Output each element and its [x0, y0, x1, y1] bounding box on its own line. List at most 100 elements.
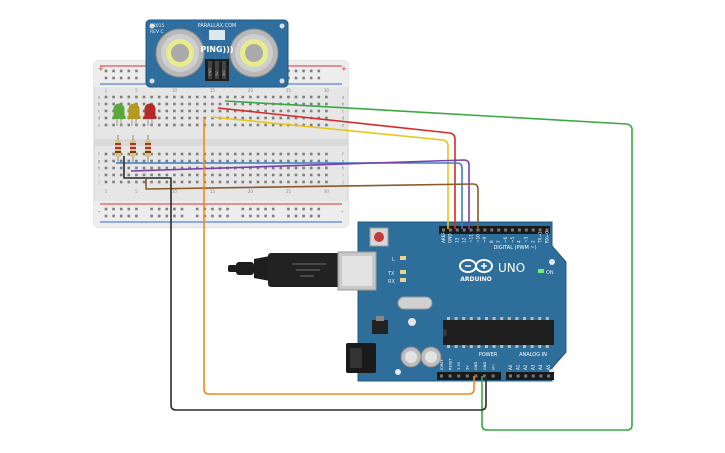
breadboard-hole[interactable] [287, 173, 290, 177]
breadboard-hole[interactable] [180, 166, 184, 170]
breadboard-hole[interactable] [165, 152, 169, 156]
breadboard-hole[interactable] [165, 159, 169, 163]
breadboard-hole[interactable] [142, 180, 146, 184]
breadboard-hole[interactable] [264, 166, 267, 170]
rail-hole[interactable] [119, 69, 123, 73]
breadboard-hole[interactable] [157, 102, 161, 106]
resistor[interactable] [130, 135, 136, 162]
breadboard-hole[interactable] [127, 159, 131, 163]
breadboard-hole[interactable] [241, 116, 245, 120]
breadboard-hole[interactable] [104, 173, 108, 177]
breadboard-hole[interactable] [241, 180, 245, 184]
breadboard-hole[interactable] [135, 95, 138, 99]
breadboard-hole[interactable] [165, 95, 169, 99]
breadboard-hole[interactable] [287, 166, 290, 170]
breadboard-hole[interactable] [233, 123, 237, 127]
header-hole[interactable] [516, 374, 520, 378]
breadboard-hole[interactable] [188, 159, 191, 163]
rail-hole[interactable] [112, 76, 115, 80]
breadboard-hole[interactable] [195, 152, 199, 156]
breadboard-hole[interactable] [112, 95, 115, 99]
breadboard-hole[interactable] [264, 116, 267, 120]
breadboard-hole[interactable] [226, 159, 229, 163]
rail-hole[interactable] [150, 207, 153, 211]
breadboard-hole[interactable] [173, 159, 176, 163]
breadboard-hole[interactable] [165, 166, 169, 170]
breadboard-hole[interactable] [173, 166, 176, 170]
breadboard-hole[interactable] [188, 180, 191, 184]
rail-hole[interactable] [302, 214, 305, 218]
breadboard-hole[interactable] [165, 123, 169, 127]
breadboard-hole[interactable] [302, 123, 305, 127]
breadboard-hole[interactable] [294, 159, 298, 163]
breadboard-hole[interactable] [180, 102, 184, 106]
rail-hole[interactable] [309, 69, 313, 73]
breadboard-hole[interactable] [195, 173, 199, 177]
breadboard-hole[interactable] [233, 102, 237, 106]
header-hole[interactable] [457, 374, 461, 378]
rail-hole[interactable] [287, 214, 290, 218]
breadboard-hole[interactable] [294, 152, 298, 156]
breadboard-hole[interactable] [104, 102, 108, 106]
breadboard-hole[interactable] [302, 102, 305, 106]
breadboard-hole[interactable] [317, 159, 321, 163]
breadboard-hole[interactable] [188, 102, 191, 106]
rail-hole[interactable] [317, 207, 321, 211]
breadboard-hole[interactable] [195, 180, 199, 184]
rail-hole[interactable] [287, 207, 290, 211]
rail-hole[interactable] [309, 207, 313, 211]
breadboard-hole[interactable] [317, 95, 321, 99]
breadboard-hole[interactable] [150, 159, 153, 163]
breadboard-hole[interactable] [317, 116, 321, 120]
breadboard-hole[interactable] [271, 109, 275, 113]
breadboard-hole[interactable] [188, 166, 191, 170]
breadboard-hole[interactable] [325, 123, 328, 127]
rail-hole[interactable] [112, 207, 115, 211]
breadboard-hole[interactable] [104, 152, 108, 156]
breadboard-hole[interactable] [271, 95, 275, 99]
breadboard-hole[interactable] [302, 173, 305, 177]
breadboard-hole[interactable] [180, 123, 184, 127]
breadboard-hole[interactable] [218, 102, 222, 106]
breadboard-hole[interactable] [188, 109, 191, 113]
rail-hole[interactable] [119, 207, 123, 211]
breadboard-hole[interactable] [325, 180, 328, 184]
breadboard-hole[interactable] [241, 95, 245, 99]
breadboard-hole[interactable] [294, 116, 298, 120]
rail-hole[interactable] [218, 207, 222, 211]
rail-hole[interactable] [218, 214, 222, 218]
header-hole[interactable] [483, 228, 487, 232]
rail-hole[interactable] [119, 214, 123, 218]
breadboard-hole[interactable] [271, 180, 275, 184]
breadboard-hole[interactable] [112, 152, 115, 156]
breadboard-hole[interactable] [287, 152, 290, 156]
breadboard-hole[interactable] [135, 159, 138, 163]
breadboard-hole[interactable] [241, 173, 245, 177]
breadboard-hole[interactable] [127, 152, 131, 156]
rail-hole[interactable] [173, 214, 176, 218]
rail-hole[interactable] [165, 214, 169, 218]
breadboard-hole[interactable] [218, 95, 222, 99]
breadboard-hole[interactable] [127, 123, 131, 127]
header-hole[interactable] [509, 374, 512, 378]
breadboard-hole[interactable] [127, 102, 131, 106]
header-hole[interactable] [448, 374, 452, 378]
breadboard-hole[interactable] [233, 173, 237, 177]
breadboard-hole[interactable] [173, 116, 176, 120]
rail-hole[interactable] [294, 207, 298, 211]
breadboard-hole[interactable] [264, 152, 267, 156]
breadboard-hole[interactable] [325, 173, 328, 177]
breadboard-hole[interactable] [104, 159, 108, 163]
blue-wire[interactable] [116, 162, 463, 229]
purple-wire[interactable] [130, 159, 470, 229]
header-hole[interactable] [465, 374, 469, 378]
header-hole[interactable] [442, 228, 445, 232]
breadboard-hole[interactable] [309, 152, 313, 156]
breadboard-hole[interactable] [211, 123, 214, 127]
breadboard-hole[interactable] [287, 109, 290, 113]
breadboard-hole[interactable] [264, 123, 267, 127]
breadboard-hole[interactable] [325, 95, 328, 99]
header-hole[interactable] [531, 374, 535, 378]
breadboard-hole[interactable] [287, 180, 290, 184]
breadboard-hole[interactable] [256, 95, 260, 99]
